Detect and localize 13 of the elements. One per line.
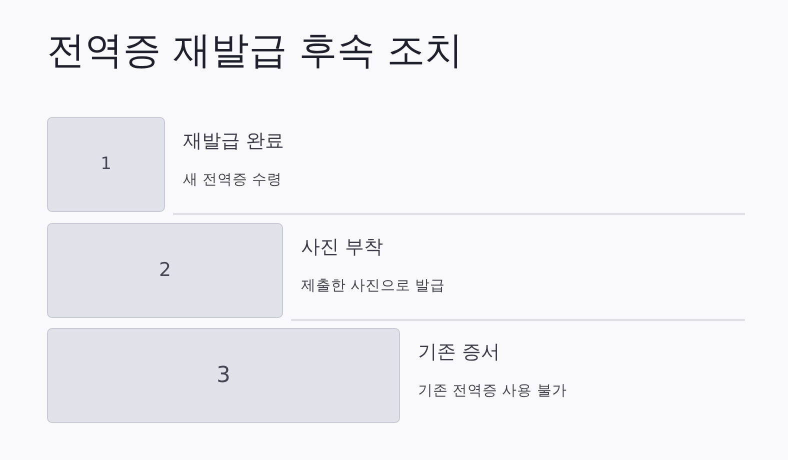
step-number: 2 bbox=[158, 261, 172, 280]
step-number: 1 bbox=[100, 156, 112, 173]
step-box bbox=[47, 328, 400, 423]
step-description: 기존 전역증 사용 불가 bbox=[418, 383, 567, 400]
step-heading: 재발급 완료 bbox=[183, 130, 284, 153]
diagram-title: 전역증 재발급 후속 조치 bbox=[47, 28, 464, 74]
step-box bbox=[47, 223, 283, 318]
step-heading: 사진 부착 bbox=[301, 236, 384, 259]
step-box bbox=[47, 117, 165, 212]
step-description: 제출한 사진으로 발급 bbox=[301, 278, 446, 296]
step-description: 새 전역증 수령 bbox=[183, 172, 282, 190]
step-number: 3 bbox=[216, 364, 230, 386]
step-heading: 기존 증서 bbox=[418, 341, 500, 364]
